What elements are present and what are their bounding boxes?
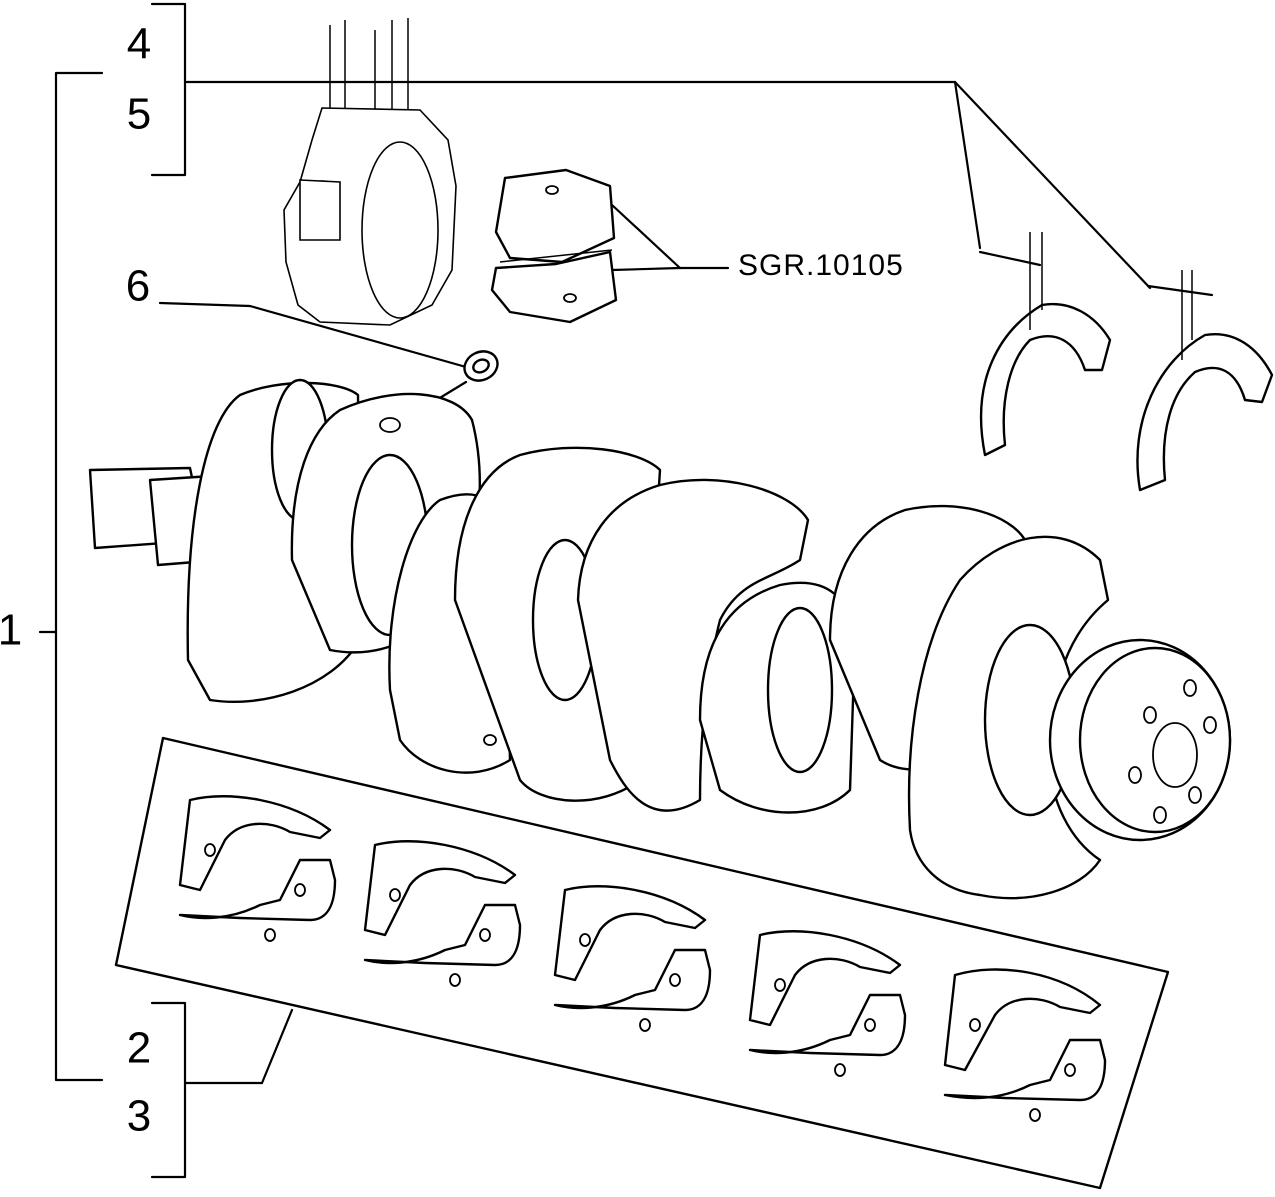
main-bearing-shell-pair <box>363 840 522 987</box>
conrod-bearing-shells <box>490 168 618 324</box>
callout-4: 4 <box>127 20 151 69</box>
main-bearing-shell-pair <box>748 930 907 1077</box>
callout-leaders <box>38 2 1152 1179</box>
main-bearing-shell-pair <box>553 885 712 1032</box>
callout-1: 1 <box>0 606 22 655</box>
connecting-rod <box>283 18 457 326</box>
callout-5: 5 <box>127 90 151 139</box>
callout-2: 2 <box>127 1024 151 1073</box>
thrust-washers <box>978 232 1274 492</box>
reference-code: SGR.10105 <box>738 249 904 282</box>
crankshaft <box>88 378 1232 900</box>
callout-6: 6 <box>126 262 150 311</box>
bushing-part-6 <box>463 350 499 382</box>
main-bearing-kit <box>114 736 1170 1190</box>
callout-3: 3 <box>127 1092 151 1141</box>
main-bearing-shell-pair <box>178 795 337 942</box>
main-bearing-shell-pair <box>943 968 1107 1122</box>
